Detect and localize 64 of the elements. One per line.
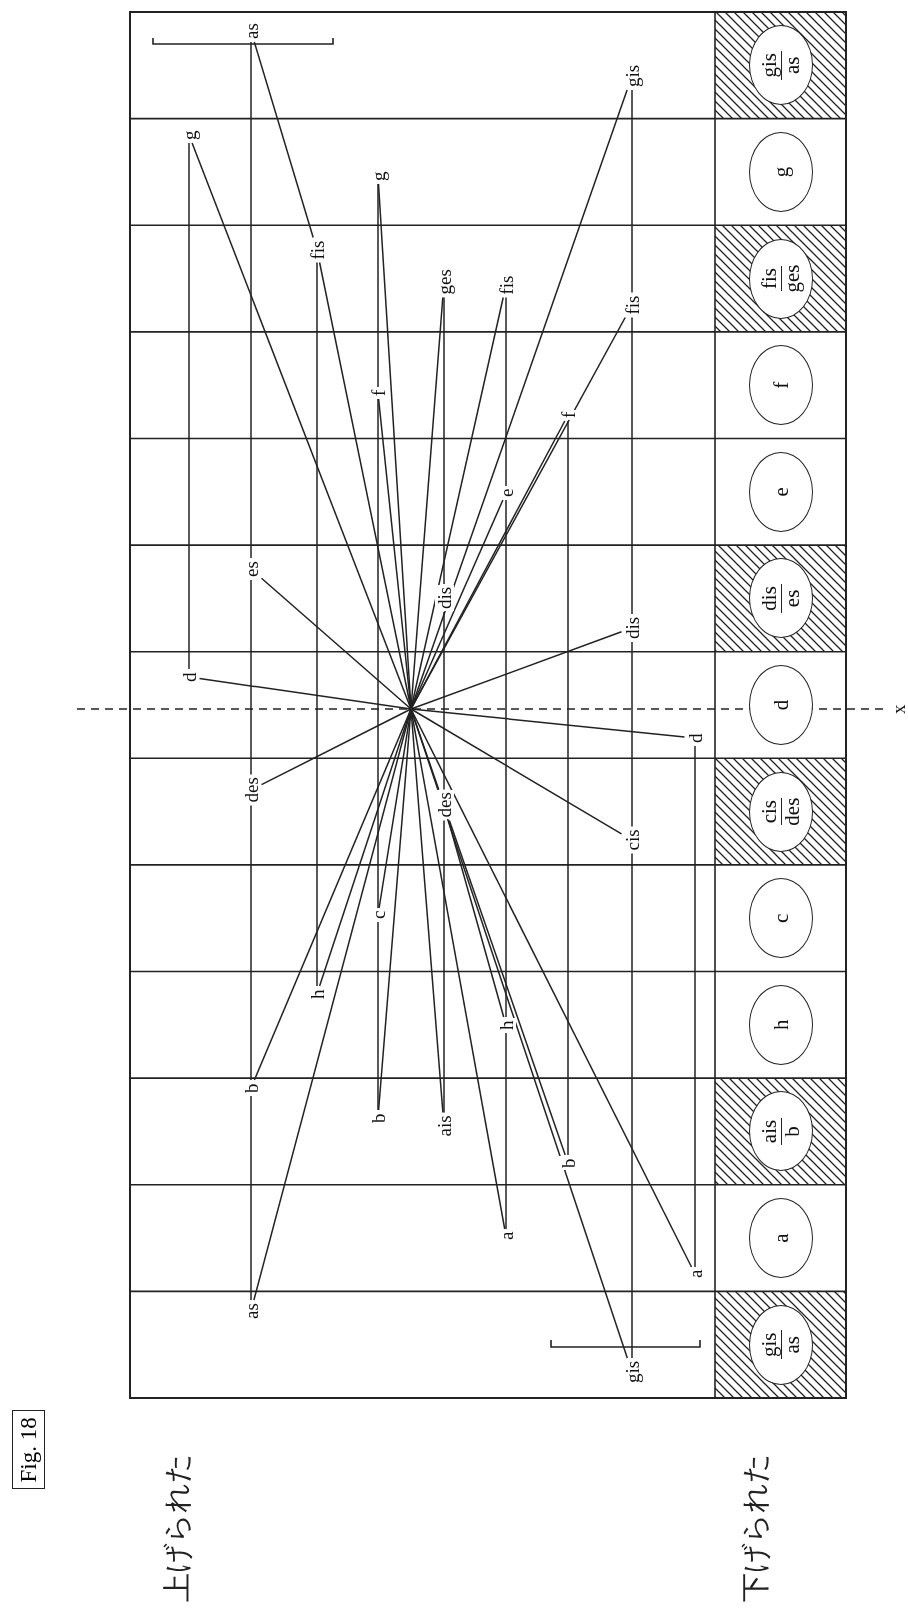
note-name: as	[782, 56, 803, 75]
note-name: des	[782, 796, 803, 828]
connector-line	[410, 708, 686, 738]
axis-label: x	[888, 703, 908, 716]
note-name: ges	[782, 263, 803, 295]
connector-line	[318, 708, 412, 987]
note-name: gis	[759, 51, 782, 80]
connector-line	[448, 819, 566, 1156]
note-name: dis	[759, 584, 782, 613]
connector-line	[410, 708, 693, 1268]
note-name: ais	[759, 1117, 782, 1146]
note-name: fis	[759, 266, 782, 292]
note-name: c	[770, 912, 792, 925]
connector-line	[377, 921, 379, 1111]
connector-line	[377, 398, 379, 909]
connector-line	[410, 631, 623, 710]
note-label: des	[434, 790, 454, 820]
side-caption: 上げられた	[162, 1452, 192, 1602]
note-label: b	[558, 1156, 578, 1170]
connector-line	[260, 708, 412, 786]
connector-line	[410, 316, 626, 710]
note-label: f	[368, 387, 388, 398]
note-name: as	[782, 1335, 803, 1354]
connector-line	[250, 579, 252, 776]
note-name: es	[782, 588, 803, 610]
note-label: fis	[307, 238, 327, 262]
connector-line	[631, 316, 633, 615]
connector-line	[631, 852, 633, 1359]
connector-line	[316, 261, 318, 987]
note-label: fis	[496, 273, 516, 297]
note-name: cis	[759, 797, 782, 826]
note-name: e	[770, 486, 792, 499]
connector-line	[253, 41, 314, 239]
figure-number: Fig. 18	[11, 1410, 45, 1490]
connector-line	[410, 708, 623, 835]
connector-line	[260, 577, 412, 710]
note-name: a	[770, 1232, 792, 1245]
connector-line	[631, 89, 633, 294]
connector-line	[631, 641, 633, 828]
note-name: b	[782, 1125, 803, 1139]
note-name: d	[770, 698, 792, 713]
connector-line	[443, 611, 445, 791]
note-name: g	[770, 165, 792, 180]
connector-line	[505, 499, 507, 1018]
connector-line	[250, 41, 252, 559]
connector-line	[191, 142, 412, 710]
note-name: gis	[759, 1330, 782, 1359]
connector-line	[250, 804, 252, 1081]
connector-line	[505, 296, 507, 487]
connector-line	[694, 745, 696, 1268]
side-caption: 下げられた	[740, 1452, 770, 1602]
note-name: f	[770, 380, 792, 391]
connector-line	[377, 183, 379, 388]
connector-line	[443, 296, 445, 585]
note-name: h	[770, 1018, 792, 1033]
note-label: dis	[434, 584, 454, 611]
connector-line	[505, 1032, 507, 1230]
connector-line	[443, 819, 445, 1114]
connector-line	[188, 142, 190, 670]
connector-line	[250, 1095, 252, 1301]
note-label: fis	[622, 293, 642, 317]
note-label: f	[558, 409, 578, 420]
connector-line	[198, 677, 412, 710]
connector-line	[567, 420, 569, 1156]
